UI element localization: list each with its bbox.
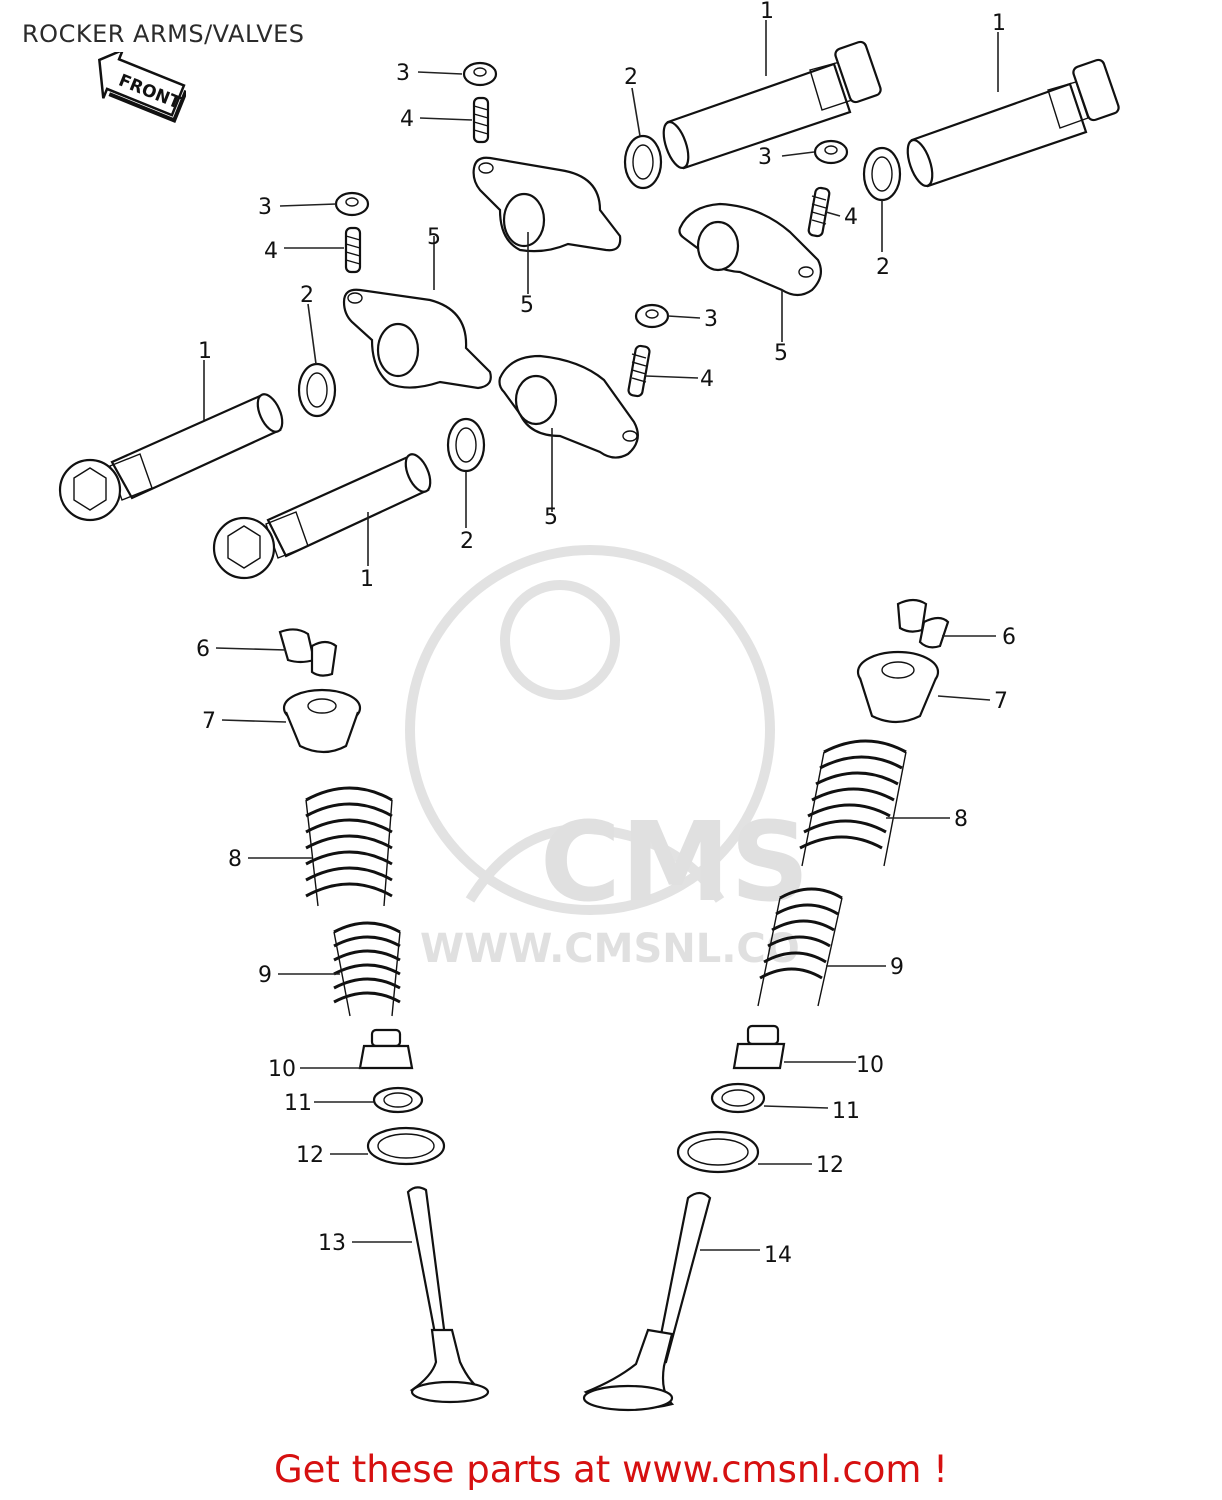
spring-washer-left <box>366 1126 446 1166</box>
adjuster-nut-b <box>813 139 849 165</box>
callout-labels: 1 1 1 1 2 2 2 2 3 3 3 3 4 4 4 4 5 5 5 5 … <box>196 0 1016 1268</box>
callout-rocker-arm: 5 <box>520 293 534 318</box>
callout-shaft-ring: 2 <box>460 529 474 554</box>
adjust-screw-b <box>807 186 831 238</box>
rocker-arm-d <box>498 354 639 459</box>
intake-valve <box>406 1186 490 1404</box>
callout-washer: 12 <box>296 1143 324 1168</box>
adjust-screw-d <box>627 344 651 398</box>
adjuster-nut-d <box>634 303 670 329</box>
inner-spring-left <box>333 921 401 1017</box>
adjust-screw-c <box>344 226 362 274</box>
callout-stem-seal: 10 <box>856 1053 884 1078</box>
callout-rocker-arm: 5 <box>427 225 441 250</box>
callout-outer-spring: 8 <box>954 807 968 832</box>
callout-washer: 12 <box>816 1153 844 1178</box>
callout-retainer: 7 <box>202 709 216 734</box>
callout-nut: 3 <box>396 61 410 86</box>
callout-nut: 3 <box>704 307 718 332</box>
outer-spring-left <box>305 786 393 907</box>
leader-lines <box>203 20 999 1251</box>
callout-collet: 6 <box>196 637 210 662</box>
callout-exhaust-valve: 14 <box>764 1243 792 1268</box>
valve-stem-seal-left <box>358 1028 414 1070</box>
rocker-shaft-left-upper <box>58 393 284 522</box>
callout-collet: 6 <box>1002 625 1016 650</box>
exploded-parts-diagram: CMS WWW.CMSNL.CO <box>58 0 1120 1412</box>
rocker-arm-c <box>342 288 492 390</box>
spring-retainer-left <box>282 688 362 754</box>
callout-rocker-arm: 5 <box>544 505 558 530</box>
front-arrow-badge: FRONT <box>98 52 186 123</box>
callout-adjust-screw: 4 <box>700 367 714 392</box>
valve-collet-left <box>278 628 338 677</box>
callout-adjust-screw: 4 <box>844 205 858 230</box>
adjuster-nut-a <box>462 61 498 87</box>
callout-rocker-arm: 5 <box>774 341 788 366</box>
watermark-url: WWW.CMSNL.CO <box>420 926 800 972</box>
callout-rocker-shaft: 1 <box>760 0 774 24</box>
footer-call-to-action[interactable]: Get these parts at www.cmsnl.com ! <box>273 1448 948 1491</box>
shaft-ring-c <box>297 362 337 418</box>
callout-inner-spring: 9 <box>890 955 904 980</box>
page-title: ROCKER ARMS/VALVES <box>22 20 305 48</box>
spring-retainer-right <box>856 650 940 724</box>
rocker-shaft-top-right <box>906 58 1120 188</box>
spring-seat-left <box>372 1086 424 1114</box>
callout-nut: 3 <box>258 195 272 220</box>
outer-spring-right <box>799 739 907 867</box>
shaft-ring-b <box>862 146 902 202</box>
callout-retainer: 7 <box>994 689 1008 714</box>
callout-shaft-ring: 2 <box>876 255 890 280</box>
callout-shaft-ring: 2 <box>300 283 314 308</box>
rocker-shaft-left-lower <box>212 453 432 580</box>
inner-spring-right <box>757 887 843 1007</box>
callout-spring-seat: 11 <box>832 1099 860 1124</box>
adjuster-nut-c <box>334 191 370 217</box>
callout-rocker-shaft: 1 <box>992 11 1006 36</box>
rocker-arm-b <box>678 202 823 297</box>
adjust-screw-a <box>472 96 490 144</box>
shaft-ring-d <box>446 417 486 473</box>
callout-outer-spring: 8 <box>228 847 242 872</box>
watermark-logo: CMS WWW.CMSNL.CO <box>405 545 809 972</box>
watermark-cms: CMS <box>540 798 809 926</box>
callout-inner-spring: 9 <box>258 963 272 988</box>
exhaust-valve <box>582 1191 712 1412</box>
valve-stem-seal-right <box>732 1024 786 1070</box>
rocker-shaft-top-center <box>662 40 882 170</box>
callout-adjust-screw: 4 <box>400 107 414 132</box>
callout-shaft-ring: 2 <box>624 65 638 90</box>
rocker-arm-a <box>472 156 622 253</box>
callout-intake-valve: 13 <box>318 1231 346 1256</box>
callout-rocker-shaft: 1 <box>360 567 374 592</box>
spring-washer-right <box>676 1130 760 1174</box>
shaft-ring-a <box>623 134 663 190</box>
callout-nut: 3 <box>758 145 772 170</box>
callout-spring-seat: 11 <box>284 1091 312 1116</box>
spring-seat-right <box>710 1082 766 1114</box>
valve-collet-right <box>896 598 950 649</box>
callout-adjust-screw: 4 <box>264 239 278 264</box>
callout-rocker-shaft: 1 <box>198 339 212 364</box>
callout-stem-seal: 10 <box>268 1057 296 1082</box>
